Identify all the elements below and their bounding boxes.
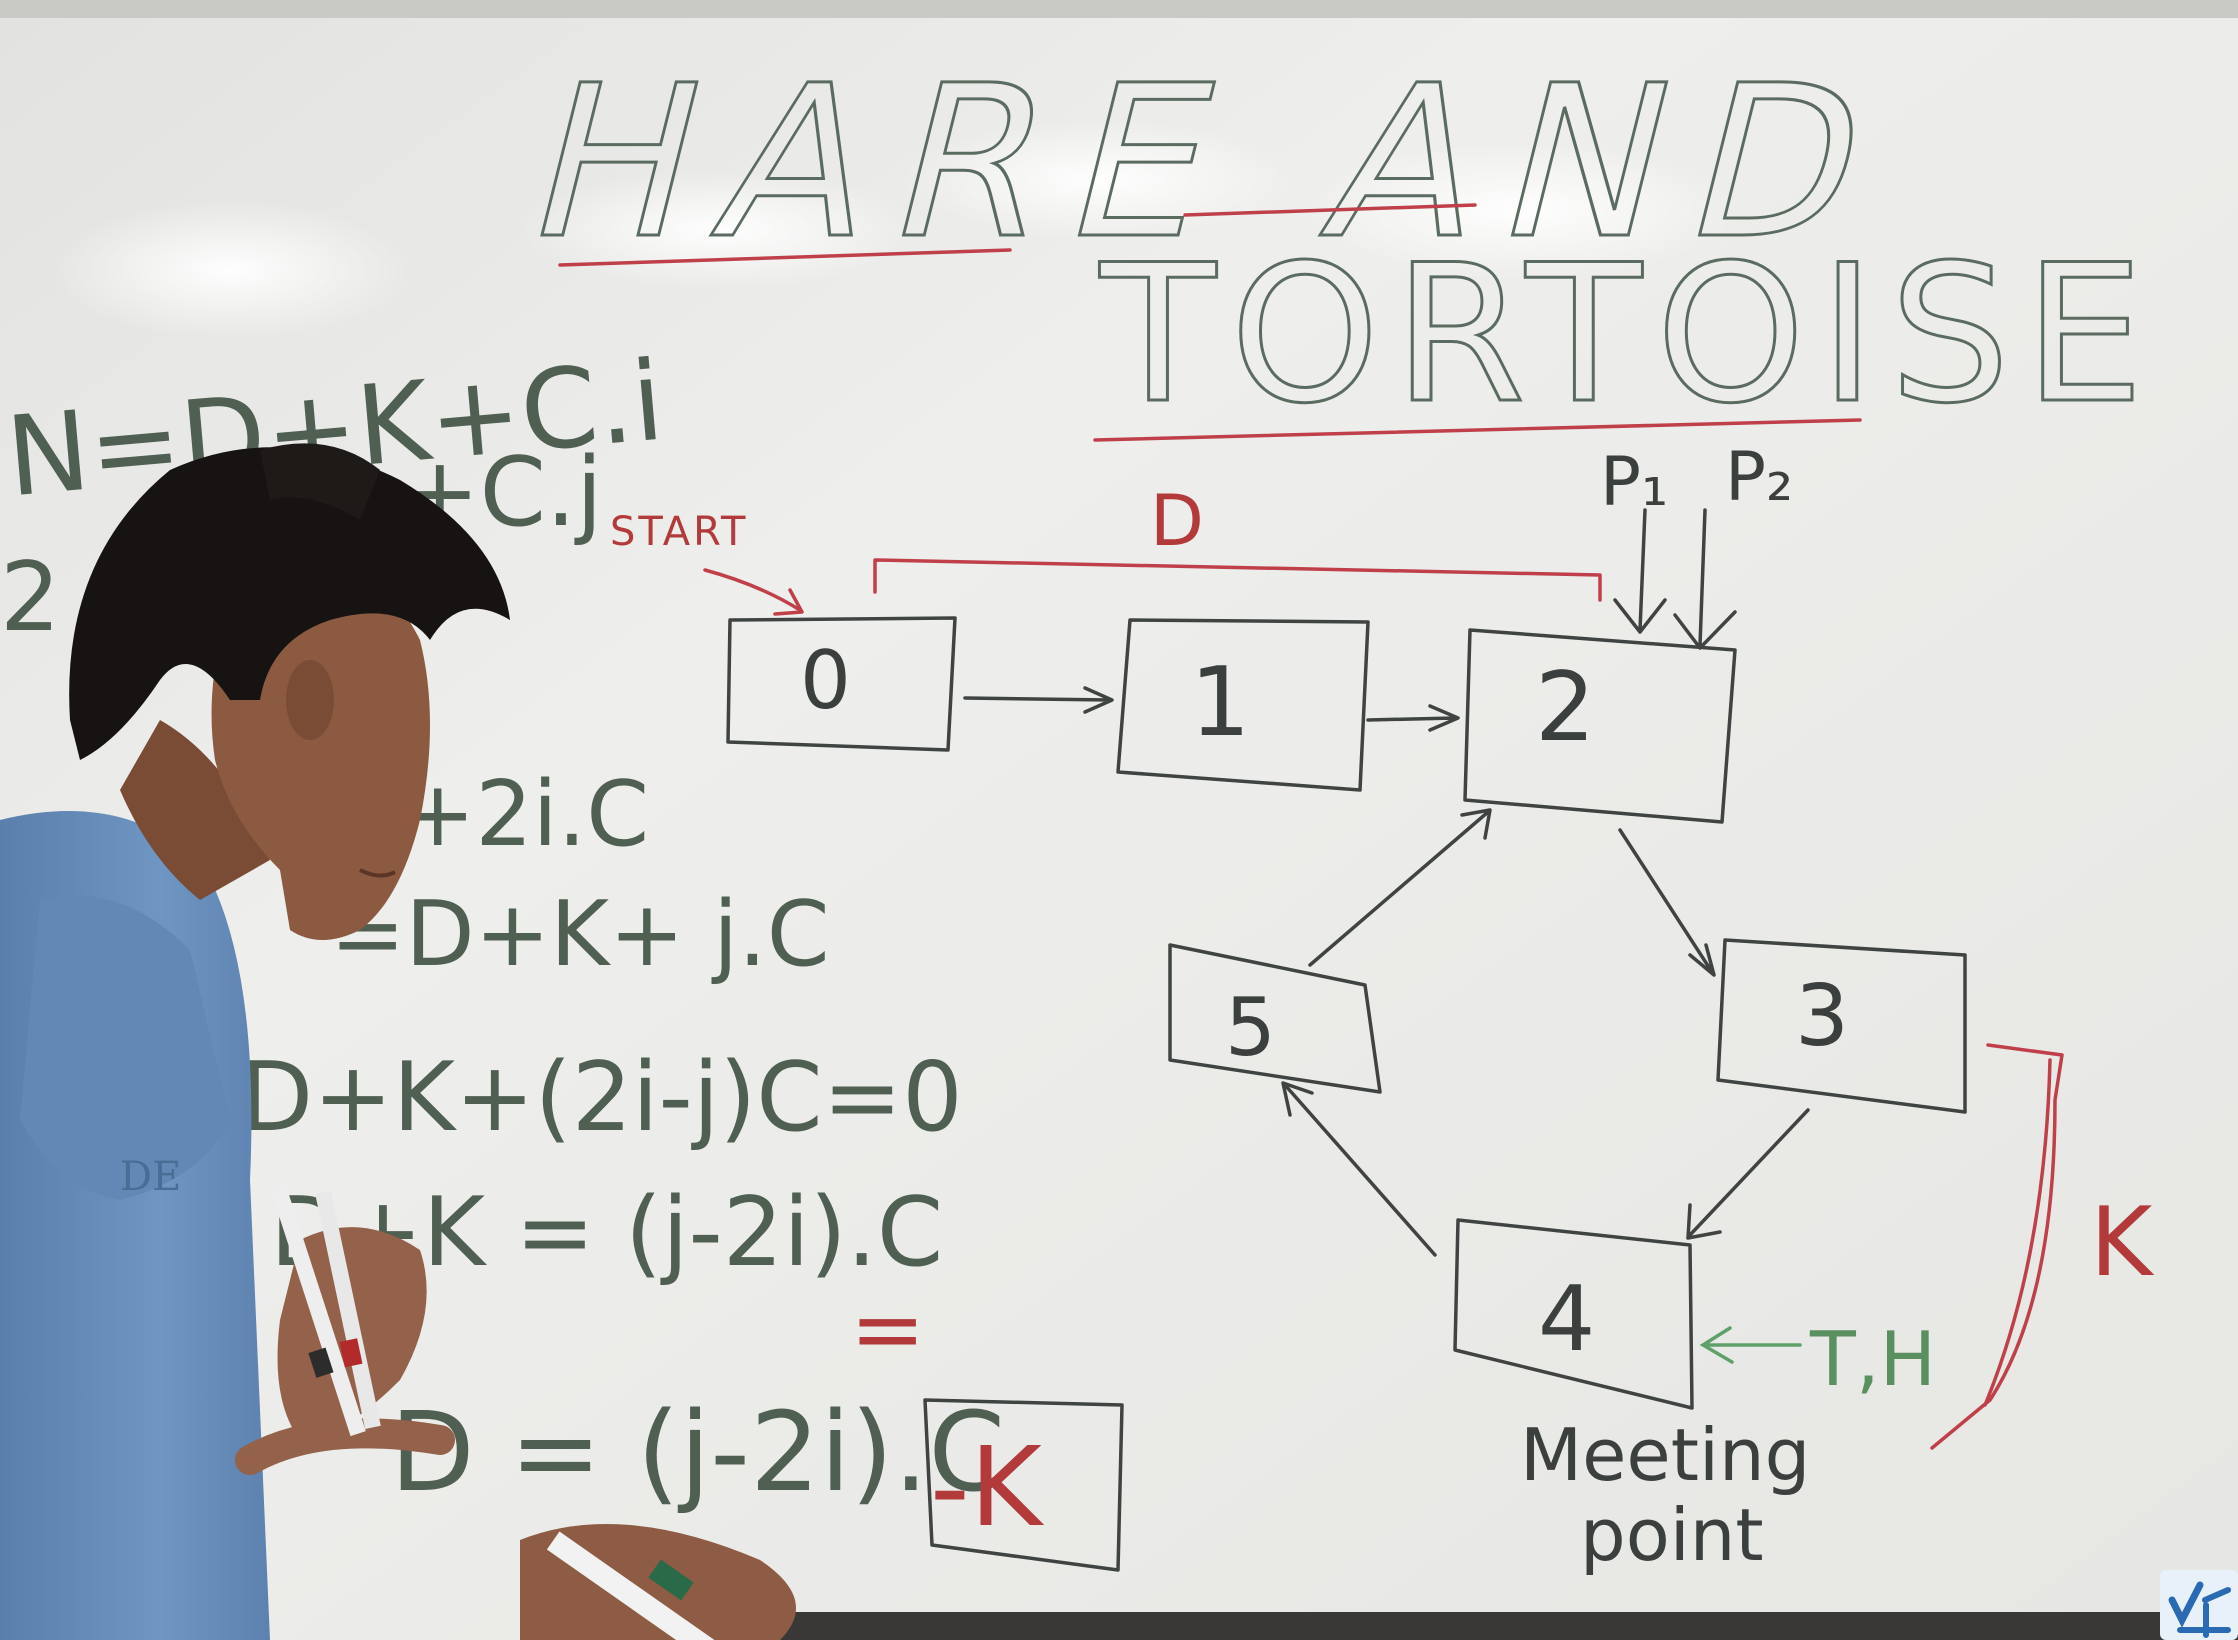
cycle-label: K: [2090, 1188, 2155, 1298]
svg-text:1: 1: [1190, 648, 1250, 758]
svg-text:2: 2: [1535, 653, 1595, 763]
cycle-bracket: [1930, 1043, 2064, 1450]
equation-line: D = (j-2i).C: [390, 1388, 1005, 1516]
presenter: DE: [0, 443, 796, 1640]
pointer1-label: P₁: [1600, 443, 1668, 522]
node-3: 3: [1716, 938, 1967, 1114]
distance-bracket: [873, 558, 1602, 602]
node-1: 1: [1116, 618, 1370, 792]
start-label: START: [610, 509, 748, 555]
svg-text:DE: DE: [120, 1154, 181, 1200]
meet-arrow: [1699, 1326, 1802, 1364]
equation-line: =: [850, 1277, 925, 1382]
equation-line: +2i.C: [400, 762, 649, 867]
equation-line: D+K+(2i-j)C=0: [240, 1043, 963, 1153]
meeting-label-line1: Meeting: [1520, 1413, 1810, 1497]
equation-line: 2: [0, 543, 60, 653]
title-line2: TORTOISE: [1099, 224, 2158, 445]
svg-text:4: 4: [1538, 1267, 1595, 1372]
svg-text:5: 5: [1225, 981, 1276, 1074]
node-2: 2: [1463, 628, 1737, 824]
svg-text:3: 3: [1795, 967, 1849, 1066]
light-glare: [520, 170, 920, 290]
edge-3-4: [1686, 1108, 1810, 1240]
edge-1-2: [1366, 704, 1460, 732]
title-underline: [1093, 418, 1862, 442]
light-glare: [50, 200, 410, 340]
node-5: 5: [1168, 943, 1382, 1094]
light-glare: [1300, 140, 1740, 280]
title-underline: [558, 203, 1477, 267]
pointer1-arrow: [1613, 508, 1667, 634]
pointer2-label: P₂: [1725, 438, 1793, 517]
equation-line: =D+K+ j.C: [330, 882, 830, 987]
start-arrow: [703, 568, 804, 616]
edge-2-3: [1618, 828, 1716, 977]
edge-0-1: [963, 686, 1114, 714]
meeting-label-line2: point: [1580, 1493, 1764, 1577]
edge-5-2: [1308, 808, 1492, 967]
light-glare: [900, 120, 1300, 240]
node-0: 0: [726, 616, 957, 752]
node-4: 4: [1453, 1218, 1694, 1410]
channel-logo: [2160, 1570, 2238, 1640]
svg-text:0: 0: [800, 634, 851, 727]
equation-line: -K: [930, 1423, 1045, 1551]
distance-label: D: [1150, 480, 1204, 562]
answer-box: [923, 1398, 1124, 1572]
edge-4-5: [1281, 1081, 1437, 1257]
board-tray: [600, 1612, 2238, 1640]
meet-arrow-label: T,H: [1809, 1315, 1936, 1403]
title-line1: HARE AND: [509, 41, 1919, 285]
